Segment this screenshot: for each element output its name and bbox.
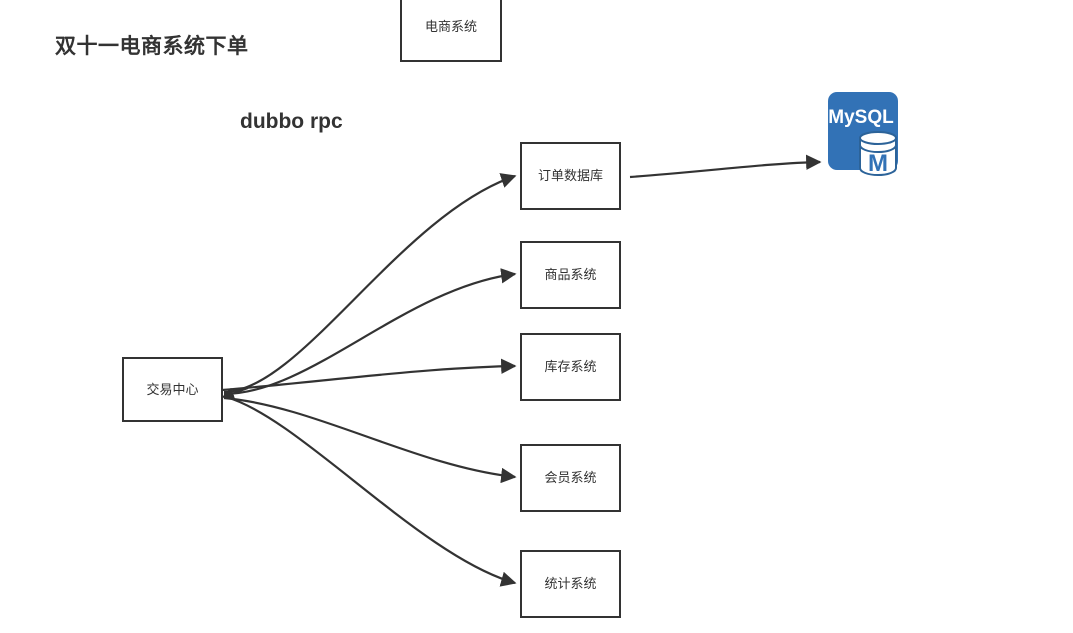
mysql-wordmark: MySQL	[828, 107, 894, 128]
node-statistics-system-label: 统计系统	[544, 576, 597, 592]
connector-trade-center-to-statistics-system	[225, 395, 517, 587]
connector-return-to-trade-center	[221, 387, 249, 399]
node-inventory-system[interactable]: 库存系统	[520, 333, 621, 401]
connector-trade-center-to-order-db	[223, 173, 517, 394]
node-inventory-system-label: 库存系统	[544, 359, 597, 375]
node-trade-center-label: 交易中心	[146, 381, 199, 397]
node-statistics-system[interactable]: 统计系统	[520, 550, 621, 618]
mysql-database-icon[interactable]: MySQL M	[828, 92, 898, 176]
node-product-system[interactable]: 商品系统	[520, 241, 621, 309]
node-order-db[interactable]: 订单数据库	[520, 142, 621, 210]
node-member-system-label: 会员系统	[544, 470, 597, 486]
node-order-db-label: 订单数据库	[537, 168, 603, 184]
node-product-system-label: 商品系统	[544, 267, 597, 283]
connector-trade-center-to-inventory-system	[221, 358, 517, 392]
edge-label-dubbo-rpc: dubbo rpc	[240, 110, 343, 133]
node-ecommerce-system[interactable]: 电商系统	[400, 0, 502, 62]
node-member-system[interactable]: 会员系统	[520, 444, 621, 512]
node-ecommerce-system-label: 电商系统	[424, 19, 477, 35]
connector-trade-center-to-member-system	[223, 396, 517, 484]
connector-trade-center-to-product-system	[223, 268, 517, 396]
node-trade-center[interactable]: 交易中心	[122, 357, 223, 422]
mysql-cylinder: M	[859, 131, 897, 176]
mysql-cylinder-letter: M	[868, 150, 888, 176]
connector-order-db-to-mysql	[629, 154, 822, 179]
page-title: 双十一电商系统下单	[55, 35, 249, 58]
